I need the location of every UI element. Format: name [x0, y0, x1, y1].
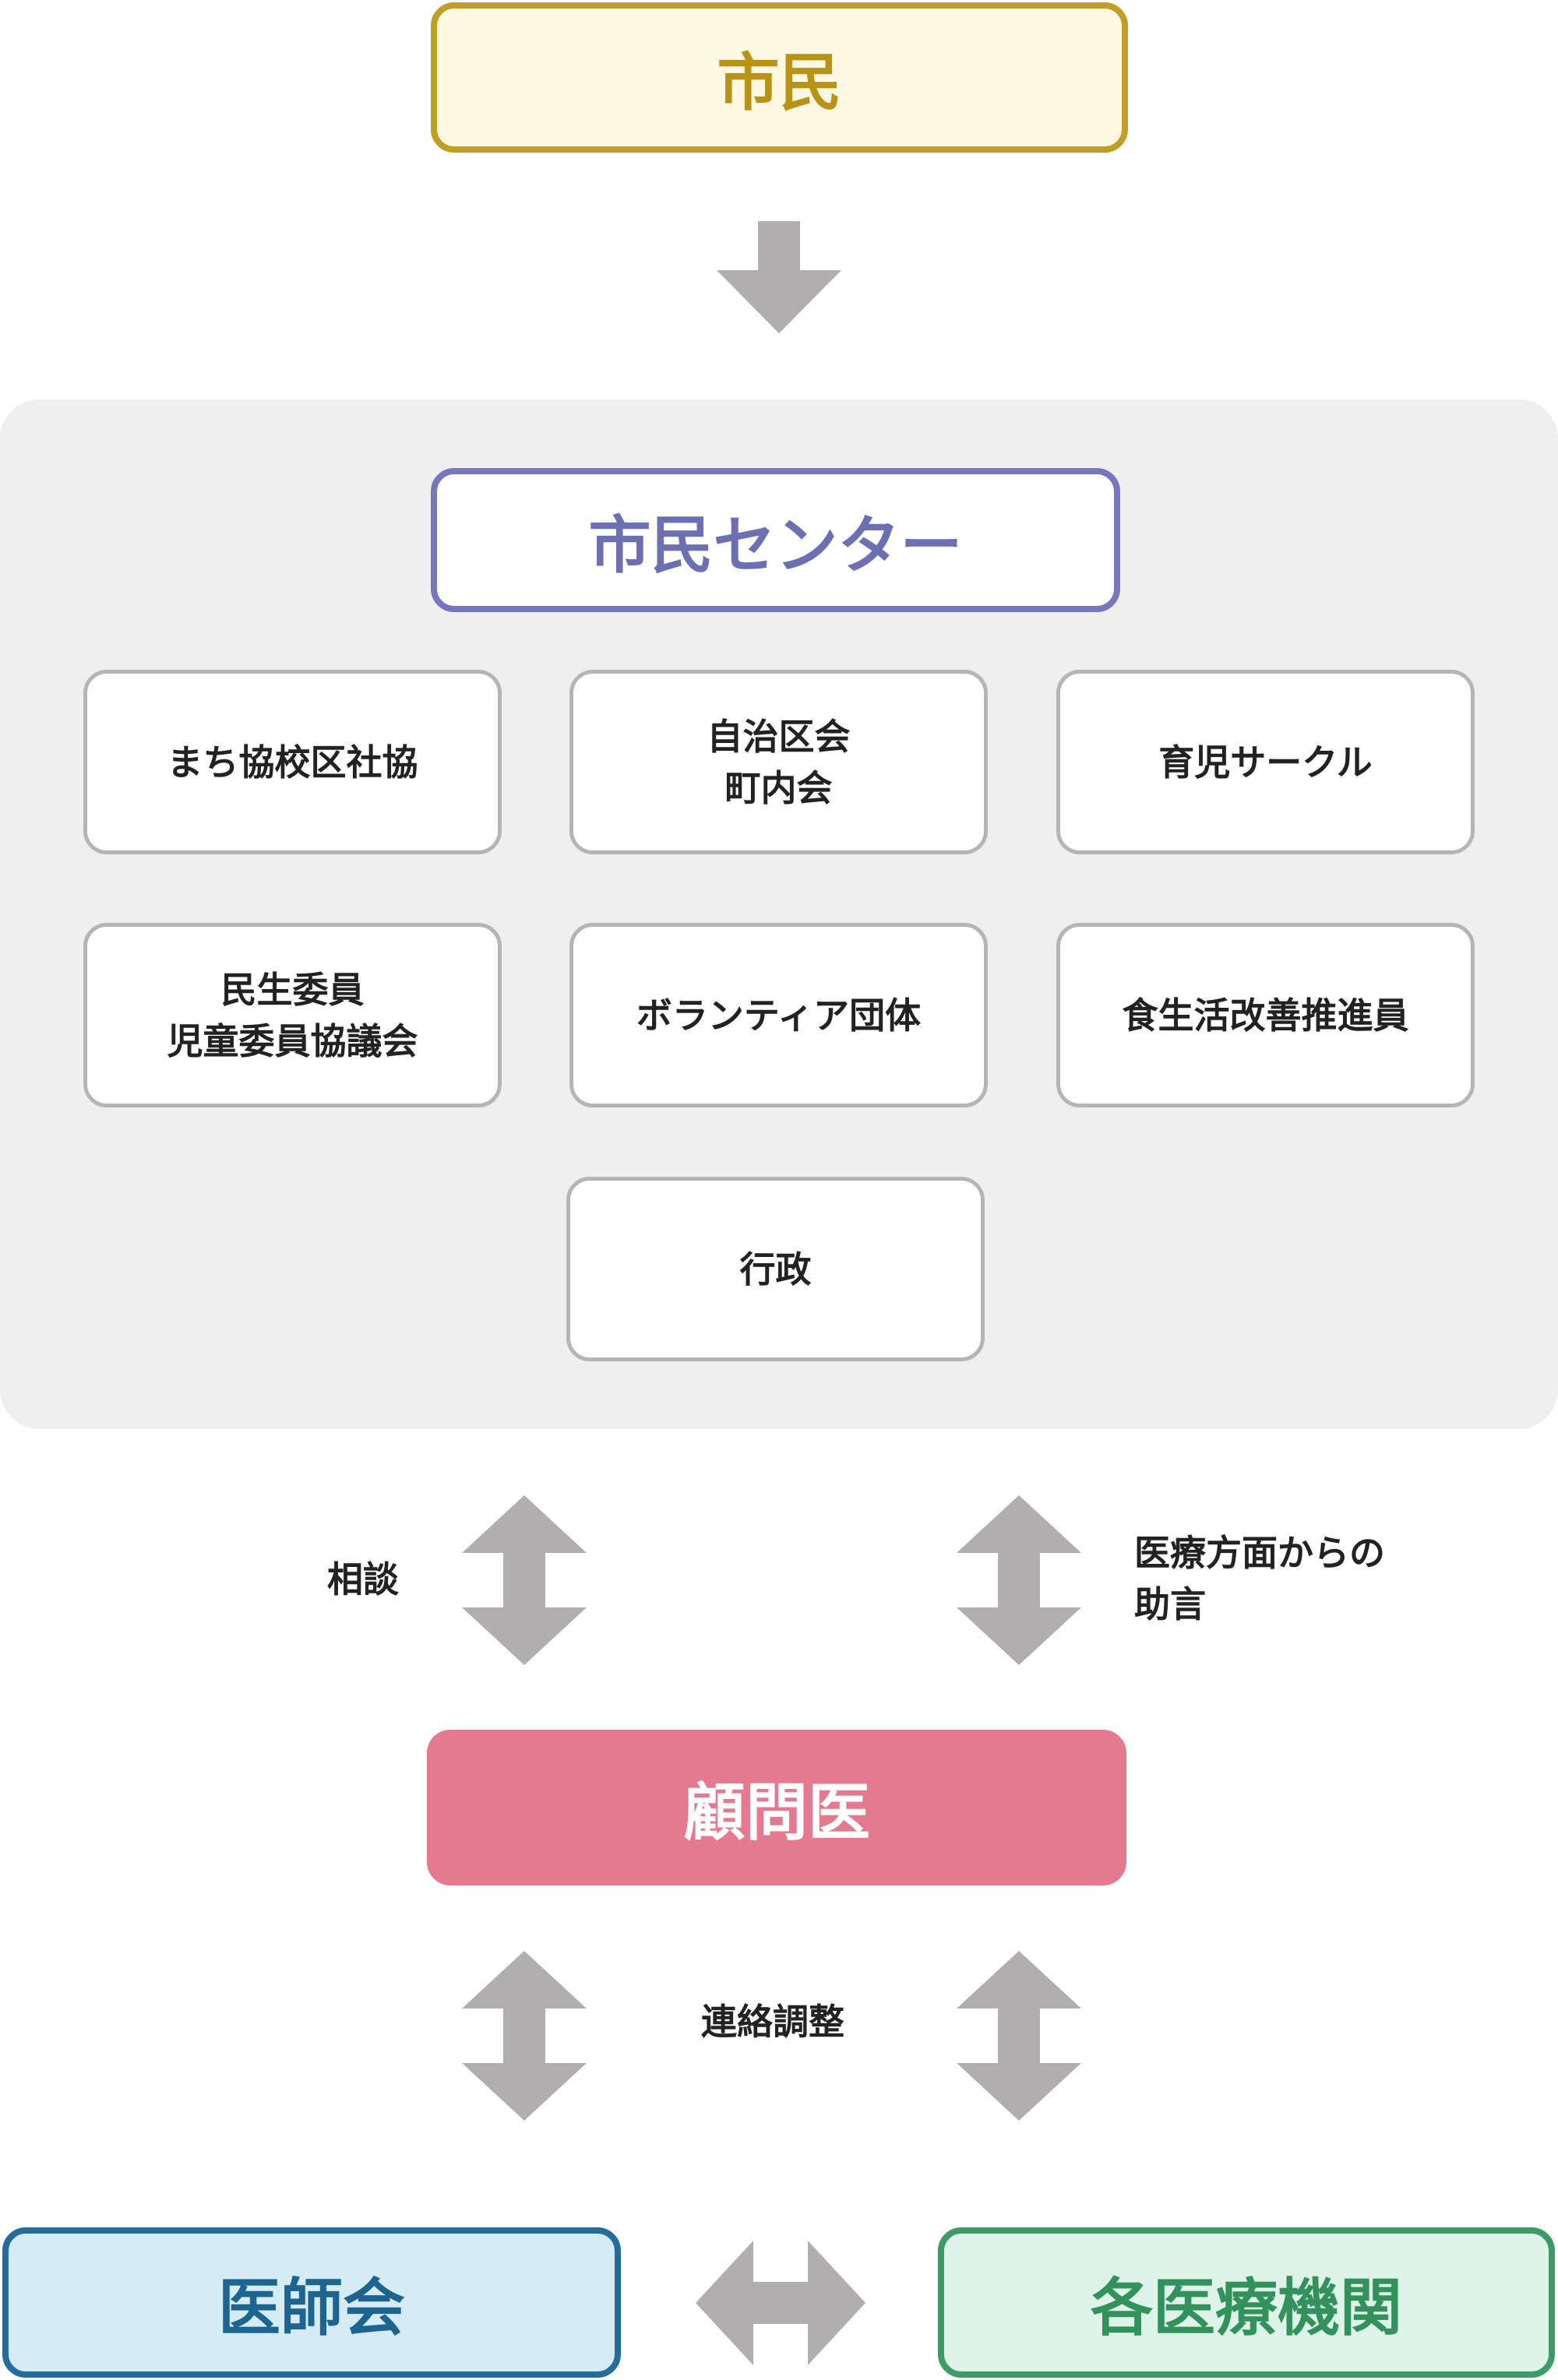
- double-arrow-left-icon: [462, 1495, 587, 1665]
- citizens-label: 市民: [717, 46, 842, 119]
- advice-label: 医療方面からの 助言: [1134, 1532, 1385, 1625]
- consult-label: 相談: [327, 1558, 399, 1600]
- org-box-minsei-iin: 民生委員 児童委員協議会: [83, 923, 502, 1107]
- down-arrow-icon: [717, 221, 841, 333]
- org-box-gyosei: 行政: [566, 1177, 985, 1361]
- citizen-center-label: 市民センター: [588, 509, 963, 582]
- citizens-box: 市民: [431, 2, 1128, 153]
- org-box-jichikukai: 自治区会 町内会: [569, 670, 988, 854]
- medical-institutions-label: 各医療機関: [1091, 2271, 1402, 2344]
- org-box-ikuji-circle: 育児サークル: [1056, 670, 1475, 854]
- medical-association-box: 医師会: [2, 2227, 621, 2378]
- double-arrow-left-lower-icon: [462, 1951, 587, 2121]
- medical-association-label: 医師会: [218, 2271, 405, 2344]
- advisor-doctor-box: 顧問医: [427, 1730, 1126, 1885]
- org-box-machikyo: まち協校区社協: [83, 670, 502, 854]
- horizontal-double-arrow-icon: [696, 2241, 865, 2365]
- org-box-volunteer: ボランティア団体: [569, 923, 988, 1107]
- org-box-shokuseikatsu: 食生活改善推進員: [1056, 923, 1475, 1107]
- double-arrow-right-lower-icon: [957, 1951, 1081, 2121]
- citizen-center-box: 市民センター: [431, 468, 1120, 612]
- advisor-doctor-label: 顧問医: [683, 1776, 870, 1849]
- medical-institutions-box: 各医療機関: [938, 2227, 1555, 2378]
- double-arrow-right-icon: [957, 1495, 1081, 1665]
- coordination-label: 連絡調整: [701, 2001, 844, 2043]
